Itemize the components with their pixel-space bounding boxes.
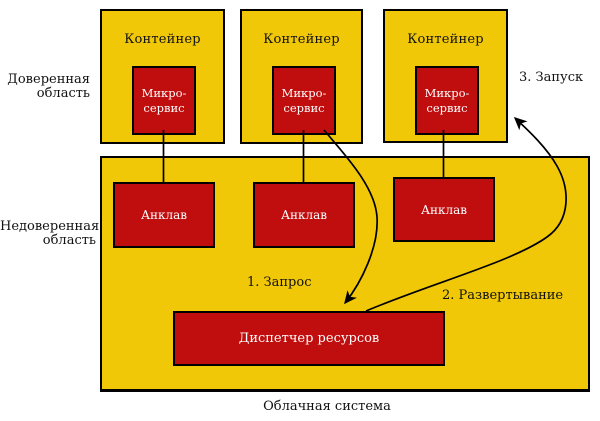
- container-box-1: Контейнер Микро-сервис: [100, 9, 225, 144]
- enclave-label: Анклав: [280, 208, 328, 222]
- untrusted-region-label: Недоверенная область: [0, 219, 100, 248]
- container-title: Контейнер: [124, 32, 201, 47]
- enclave-box-3: Анклав: [393, 177, 495, 242]
- microservice-box-2: Микро-сервис: [272, 66, 336, 135]
- enclave-box-2: Анклав: [253, 182, 355, 248]
- enclave-box-1: Анклав: [113, 182, 215, 248]
- flow-label-deployment: 2. Развертывание: [442, 288, 564, 303]
- microservice-label: Микро-сервис: [281, 86, 327, 115]
- microservice-label: Микро-сервис: [141, 86, 187, 115]
- container-title: Контейнер: [263, 32, 340, 47]
- resource-dispatcher-label: Диспетчер ресурсов: [238, 331, 380, 346]
- resource-dispatcher-box: Диспетчер ресурсов: [173, 311, 445, 366]
- flow-label-launch: 3. Запуск: [519, 70, 584, 85]
- microservice-label: Микро-сервис: [424, 86, 470, 115]
- container-title: Контейнер: [407, 32, 484, 47]
- container-box-2: Контейнер Микро-сервис: [240, 9, 363, 144]
- diagram-caption: Облачная система: [263, 399, 391, 414]
- enclave-label: Анклав: [140, 208, 188, 222]
- enclave-label: Анклав: [420, 202, 468, 217]
- trusted-region-label: Доверенная область: [7, 72, 90, 101]
- microservice-box-1: Микро-сервис: [132, 66, 196, 135]
- microservice-box-3: Микро-сервис: [415, 66, 479, 135]
- container-box-3: Контейнер Микро-сервис: [383, 9, 508, 143]
- flow-label-request: 1. Запрос: [247, 275, 312, 290]
